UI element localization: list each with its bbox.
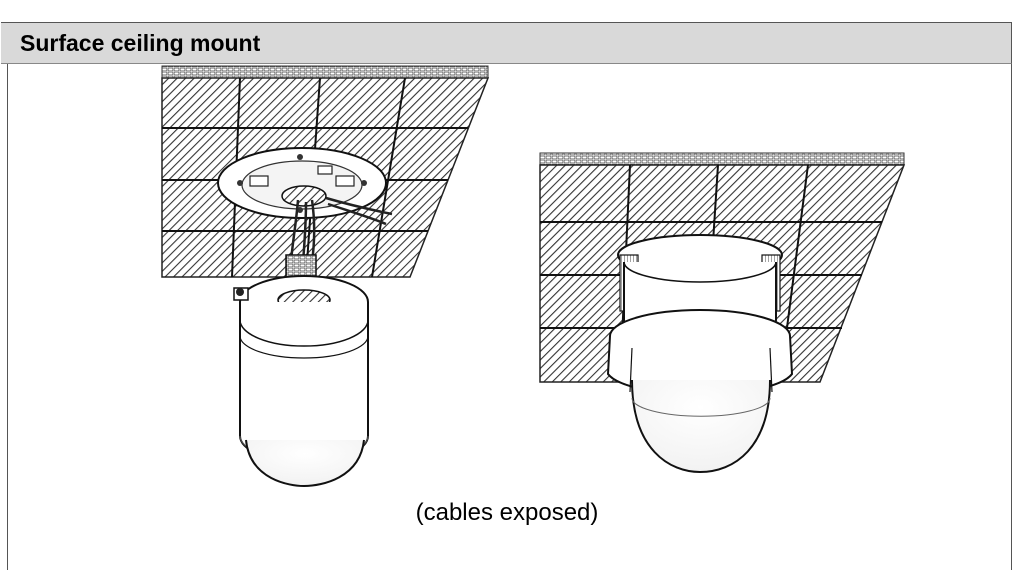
table-right-border: [1011, 64, 1012, 570]
left-figure: [161, 65, 490, 488]
table-header-cell: Surface ceiling mount: [1, 22, 1012, 64]
section-title: Surface ceiling mount: [20, 30, 261, 56]
table-left-border: [7, 64, 8, 570]
right-figure: [539, 152, 906, 474]
figure-caption: (cables exposed): [415, 499, 599, 526]
